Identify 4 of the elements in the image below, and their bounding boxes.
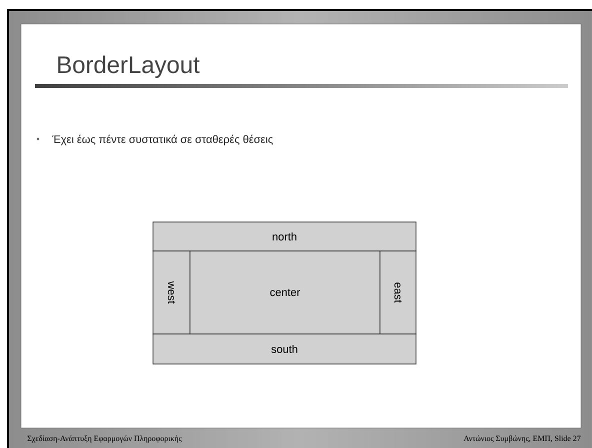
bullet-text: Έχει έως πέντε συστατικά σε σταθερές θέσεις xyxy=(52,134,273,146)
title: BorderLayout xyxy=(58,56,200,78)
layout-region: east xyxy=(380,250,416,334)
layout-region: west xyxy=(152,250,190,334)
